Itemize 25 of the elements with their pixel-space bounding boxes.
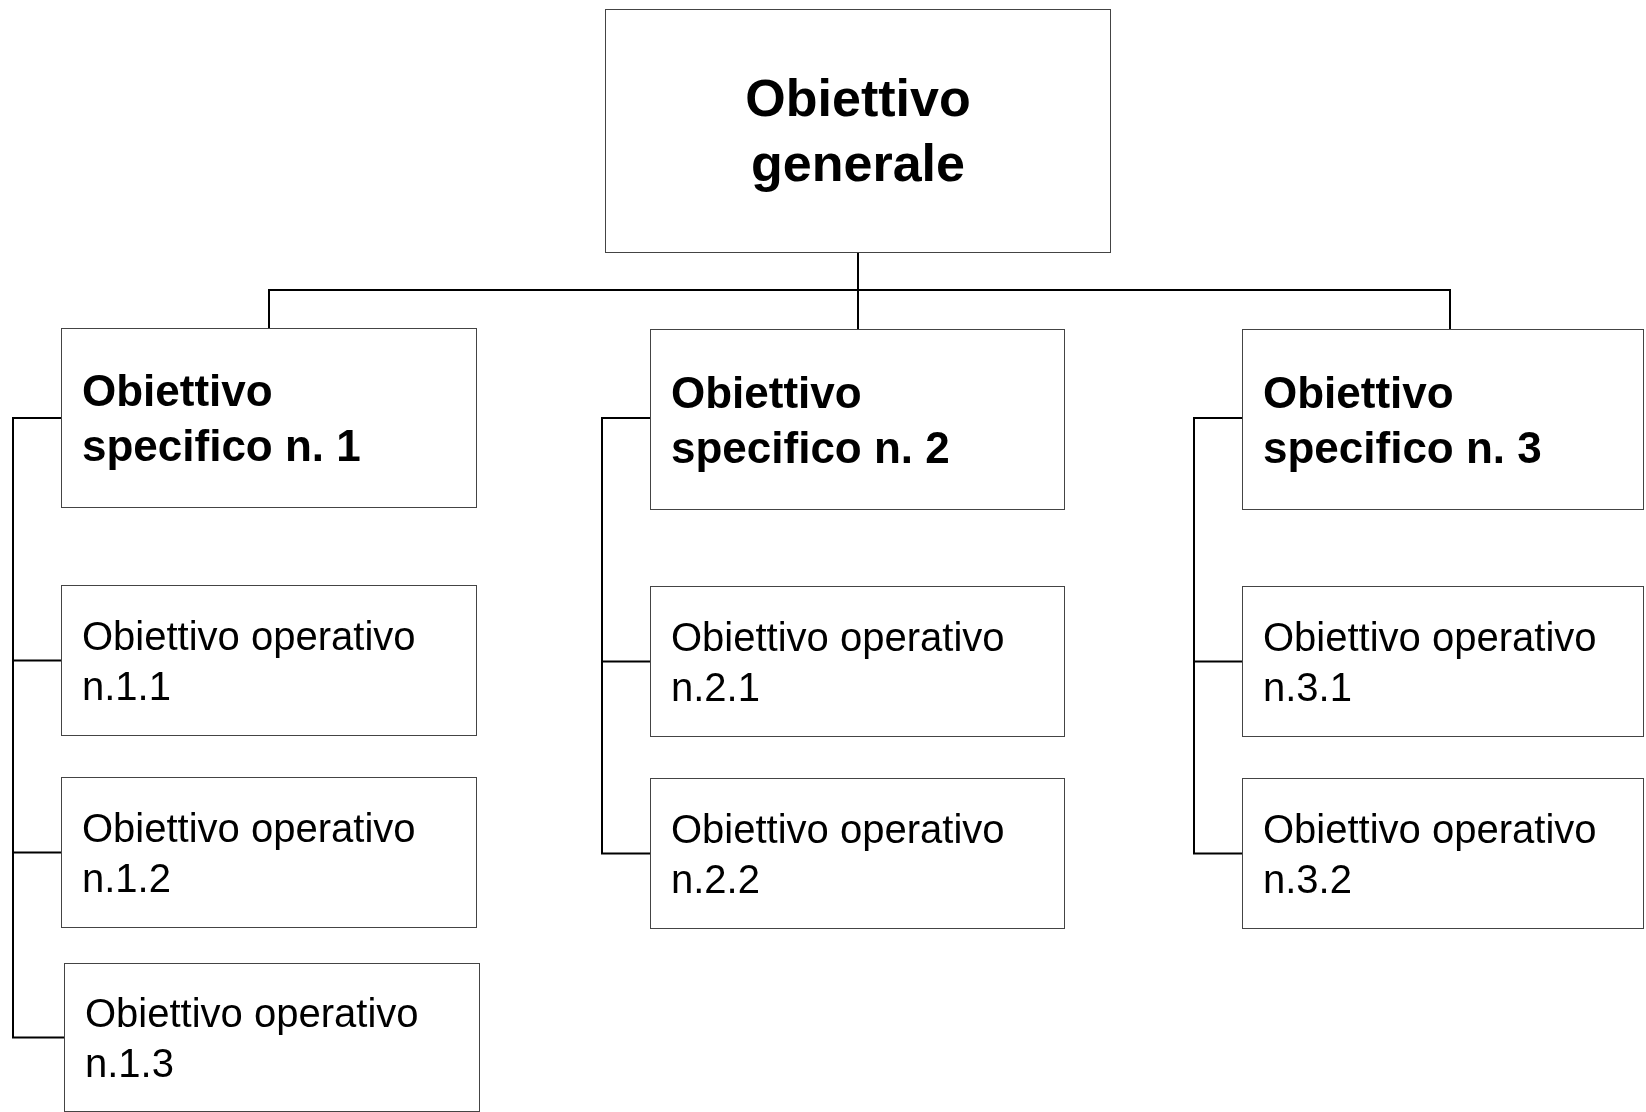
objective-box (1242, 329, 1644, 510)
box-label: Obiettivo specifico n. 3 (1263, 366, 1543, 474)
box-label: Obiettivo operativo n.1.3 (85, 989, 420, 1087)
objective-box (61, 328, 477, 508)
box-label: Obiettivo specifico n. 2 (671, 366, 951, 474)
connector-line (601, 417, 651, 855)
task-box (61, 585, 477, 736)
connector-line (12, 417, 65, 1039)
box-label: Obiettivo operativo n.2.1 (671, 613, 1006, 711)
box-label: Obiettivo operativo n.2.2 (671, 805, 1006, 903)
box-label: Obiettivo operativo n.3.1 (1263, 613, 1598, 711)
task-box (64, 963, 480, 1112)
task-box (61, 777, 477, 928)
task-box (650, 778, 1065, 929)
box-label: Obiettivo operativo n.1.2 (82, 804, 417, 902)
task-box (1242, 778, 1644, 929)
goal-box (605, 9, 1111, 253)
box-label: Obiettivo generale (744, 68, 972, 194)
objective-box (650, 329, 1065, 510)
box-label: Obiettivo specifico n. 1 (82, 365, 362, 472)
box-label: Obiettivo operativo n.1.1 (82, 612, 417, 710)
connector-line (1193, 417, 1243, 855)
task-box (650, 586, 1065, 737)
box-label: Obiettivo operativo n.3.2 (1263, 805, 1598, 903)
task-box (1242, 586, 1644, 737)
